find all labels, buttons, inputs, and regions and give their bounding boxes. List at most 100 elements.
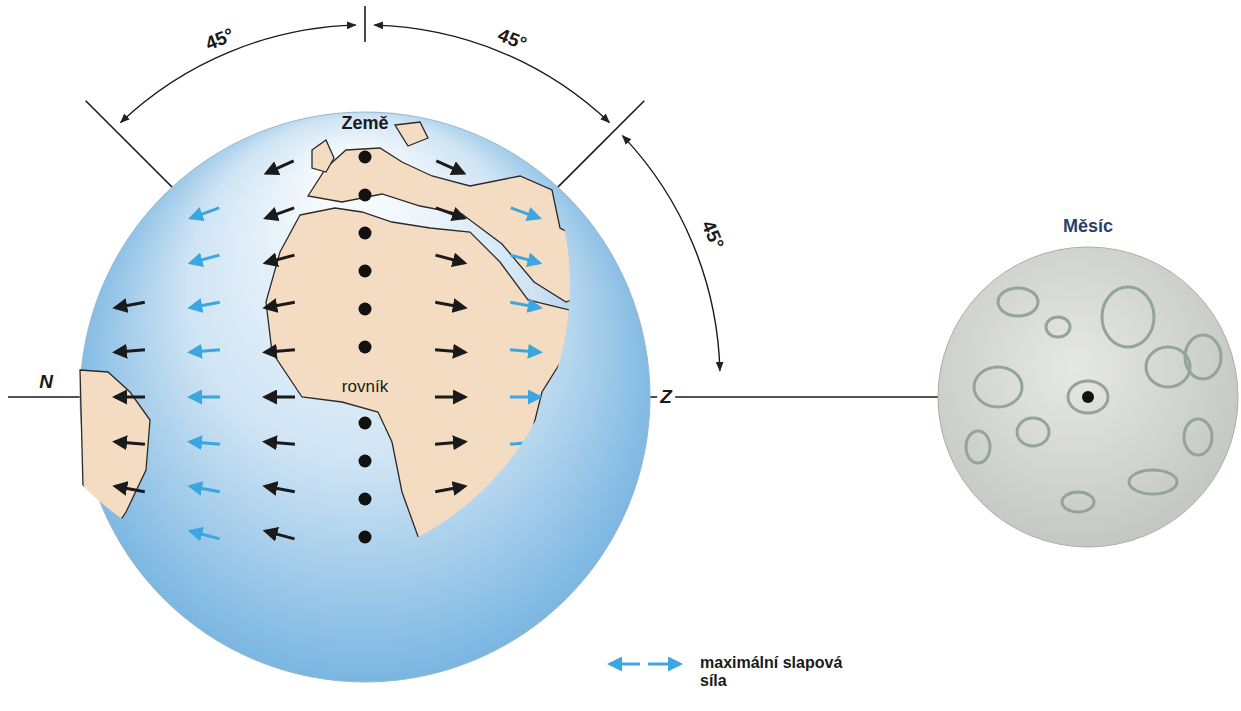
axis-dot (359, 607, 372, 620)
tidal-arrow (266, 621, 293, 633)
tidal-arrow (436, 161, 463, 173)
max-tidal-arrow (510, 302, 540, 307)
tidal-arrow (115, 396, 145, 399)
max-tidal-arrow (190, 442, 220, 445)
tidal-arrow (436, 531, 465, 539)
max-tidal-arrow (510, 396, 540, 399)
max-tidal-arrow (191, 208, 219, 218)
max-tidal-arrow (191, 576, 219, 586)
moon-centre (1082, 391, 1094, 403)
tidal-arrow (585, 302, 615, 307)
direction-label: N (39, 372, 53, 393)
continent (502, 462, 520, 510)
tidal-arrow (115, 486, 145, 491)
tidal-arrow (115, 302, 145, 307)
tidal-arrow (436, 255, 465, 263)
max-tidal-arrow (511, 208, 539, 218)
tidal-arrow (585, 350, 615, 353)
tidal-arrow (115, 442, 145, 445)
moon-name: Měsíc (1063, 217, 1113, 237)
continent (395, 122, 428, 146)
max-tidal-arrow (190, 302, 220, 307)
axis-dot (359, 417, 372, 430)
tidal-arrow (266, 576, 294, 586)
earth-shape (80, 112, 650, 682)
max-tidal-arrow (510, 442, 540, 445)
max-tidal-arrow (511, 576, 539, 586)
tidal-arrow (585, 442, 615, 445)
axis-line (8, 396, 80, 398)
tidal-arrow (585, 396, 615, 399)
legend-arrow (610, 663, 640, 666)
continent (312, 140, 334, 172)
axis-dot (359, 189, 372, 202)
crater (1129, 470, 1177, 494)
crater (1184, 419, 1212, 455)
angle-label: 45° (697, 218, 727, 253)
tidal-arrow (265, 350, 295, 353)
tidal-arrow (266, 161, 293, 173)
tidal-arrow (435, 442, 465, 445)
crater (1146, 347, 1190, 387)
axis-dot (359, 455, 372, 468)
tidal-arrow (436, 621, 463, 633)
vertical-tick (364, 6, 366, 42)
axis-dot (359, 303, 372, 316)
axis-dot (359, 227, 372, 240)
max-tidal-arrow (190, 486, 220, 491)
centre-line (650, 396, 938, 398)
axis-dot (359, 531, 372, 544)
max-tidal-arrow (190, 396, 220, 399)
legend-label: maximální slapová síla (700, 654, 850, 691)
crater (998, 288, 1038, 316)
tidal-arrow (265, 396, 295, 399)
planet-name: Země (341, 114, 388, 134)
max-tidal-arrow (191, 255, 220, 263)
axis-dot (359, 341, 372, 354)
angle-label: 45° (495, 25, 529, 55)
tidal-arrow (436, 208, 464, 218)
axis-dot (359, 645, 372, 658)
earth-disc (80, 112, 650, 682)
tidal-arrow (115, 350, 145, 353)
tidal-arrow (265, 302, 295, 307)
crater (966, 431, 990, 463)
crater (1102, 287, 1154, 347)
tidal-arrow (435, 396, 465, 399)
direction-label: Z (657, 387, 675, 408)
tidal-arrow (265, 442, 295, 445)
axis-dot (359, 265, 372, 278)
max-tidal-arrow (190, 350, 220, 353)
tidal-arrow (266, 531, 295, 539)
angle-arc (374, 25, 609, 122)
axis-dot (359, 493, 372, 506)
crater (1046, 317, 1070, 337)
tidal-arrow (435, 350, 465, 353)
tidal-arrow (265, 486, 295, 491)
moon-shape (938, 247, 1238, 547)
max-tidal-arrow (510, 486, 540, 491)
moon-globe: Měsíc (938, 247, 1238, 547)
crater (1068, 381, 1108, 413)
max-tidal-arrow (511, 531, 540, 539)
tidal-arrow (266, 208, 294, 218)
continent (308, 148, 602, 302)
max-tidal-arrow (191, 531, 220, 539)
angle-arc (121, 25, 356, 122)
tidal-arrow (435, 486, 465, 491)
axis-dot (359, 151, 372, 164)
crater (974, 367, 1022, 407)
continent (80, 370, 150, 545)
equator-label: rovník (342, 378, 388, 397)
max-tidal-arrow (511, 255, 540, 263)
axis-dot (359, 569, 372, 582)
tidal-arrow (266, 255, 295, 263)
earth-globe: Země rovník (80, 112, 650, 682)
moon-disc (938, 247, 1238, 547)
crater (1062, 492, 1094, 512)
tidal-arrow (436, 576, 464, 586)
angle-label: 45° (203, 25, 237, 55)
legend-arrow (648, 663, 680, 666)
tidal-arrow (435, 302, 465, 307)
max-tidal-arrow (510, 350, 540, 353)
